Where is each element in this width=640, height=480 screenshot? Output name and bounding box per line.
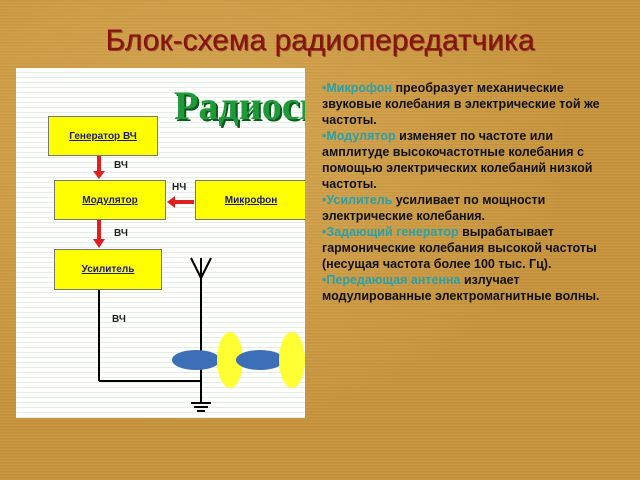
arrowhead-modulator-to-amplifier — [93, 239, 105, 248]
antenna-right-arm — [200, 257, 212, 279]
bullet-modulator: •Модулятор изменяет по частоте или ампли… — [322, 128, 612, 192]
antenna-left-arm — [190, 257, 202, 279]
hf-label-1: ВЧ — [114, 160, 128, 171]
bullet-term: •Передающая антенна — [322, 273, 461, 287]
bullet-text: усиливает по мощности электрические коле… — [322, 193, 546, 223]
wave-blue-2 — [236, 350, 284, 370]
bullet-text: изменяет по частоте или амплитуде высоко… — [322, 129, 593, 191]
lf-label: НЧ — [172, 182, 187, 193]
amplifier-box: Усилитель — [54, 249, 162, 290]
bullet-microphone: •Микрофон преобразует механические звуко… — [322, 80, 612, 128]
diagram-lines — [93, 156, 305, 412]
wave-blue-1 — [172, 350, 220, 370]
arrowhead-generator-to-modulator — [93, 171, 105, 179]
microphone-box: Микрофон — [195, 180, 305, 220]
bullet-term: •Микрофон — [322, 81, 392, 95]
bullet-antenna: •Передающая антенна излучает модулирован… — [322, 272, 612, 304]
diagram-heading-fragment: Радиоси — [174, 83, 305, 128]
wave-yellow-2 — [279, 332, 305, 388]
generator-box: Генератор ВЧ — [48, 116, 158, 156]
bullet-text: вырабатывает гармонические колебания выс… — [322, 225, 597, 271]
bullet-term: •Модулятор — [322, 129, 396, 143]
bullet-term: •Задающий генератор — [322, 225, 459, 239]
description-list: •Микрофон преобразует механические звуко… — [322, 80, 612, 304]
bullet-generator: •Задающий генератор вырабатывает гармони… — [322, 224, 612, 272]
bullet-text: преобразует механические звуковые колеба… — [322, 81, 600, 127]
bullet-term: •Усилитель — [322, 193, 393, 207]
arrowhead-microphone-to-modulator — [167, 196, 175, 208]
block-diagram-figure: Радиоси Г — [16, 68, 305, 418]
hf-label-3: ВЧ — [112, 314, 126, 325]
wave-yellow-1 — [217, 332, 243, 388]
bullet-amplifier: •Усилитель усиливает по мощности электри… — [322, 192, 612, 224]
bullet-text: излучает модулированные электромагнитные… — [322, 273, 600, 303]
modulator-box: Модулятор — [54, 180, 166, 220]
hf-label-2: ВЧ — [114, 228, 128, 239]
slide-title: Блок-схема радиопередатчика — [105, 24, 535, 57]
